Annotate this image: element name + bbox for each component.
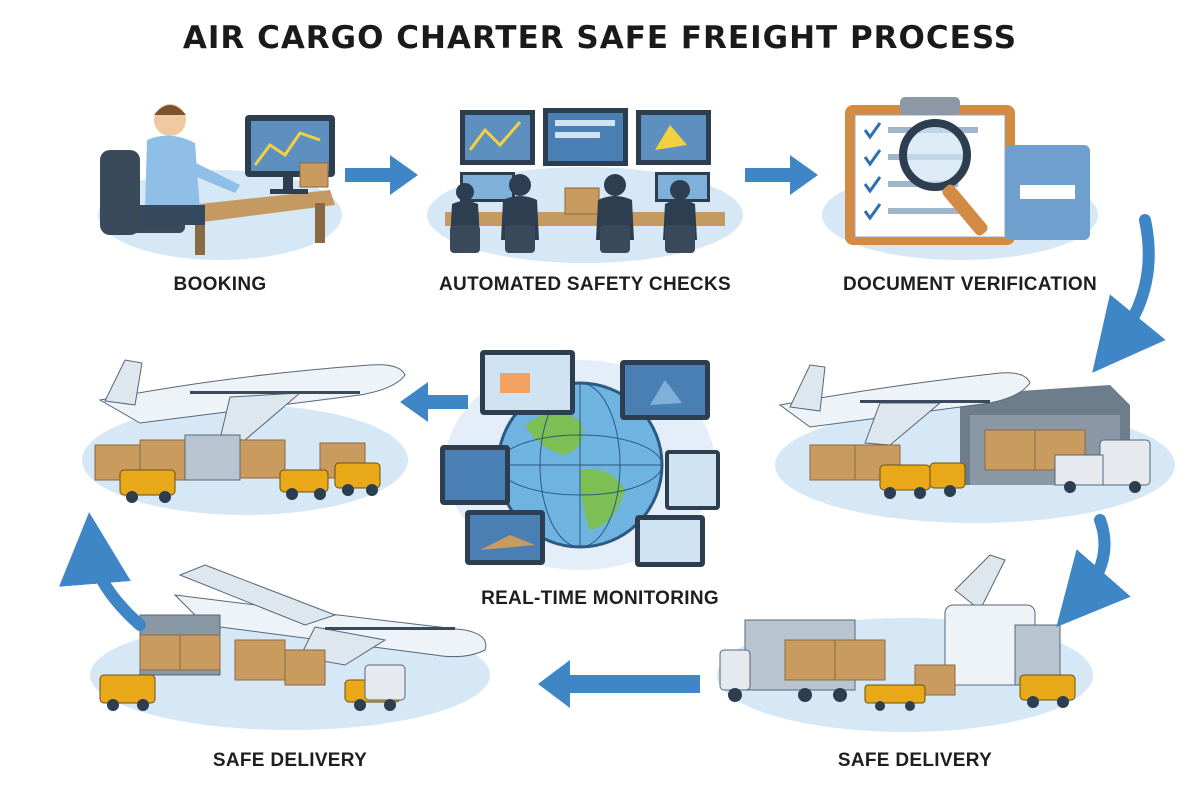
safe-delivery-left-illustration [85, 555, 495, 735]
step-label-automated-safety-checks: AUTOMATED SAFETY CHECKS [439, 274, 731, 295]
booking-illustration [95, 85, 345, 265]
arrow-bottom-right-to-left [538, 660, 700, 708]
cargo-loading-left-illustration [80, 345, 410, 520]
arrow-booking-to-checks [345, 155, 418, 195]
real-time-monitoring-illustration [440, 345, 720, 575]
cargo-loading-right-illustration [770, 345, 1180, 525]
step-label-safe-delivery-right: SAFE DELIVERY [837, 750, 993, 771]
step-label-safe-delivery-left: SAFE DELIVERY [212, 750, 368, 771]
step-label-real-time-monitoring: REAL-TIME MONITORING [481, 588, 719, 609]
step-label-booking: BOOKING [173, 274, 267, 295]
safe-delivery-right-illustration [715, 550, 1095, 735]
document-verification-illustration [820, 85, 1100, 265]
step-label-document-verification: DOCUMENT VERIFICATION [843, 274, 1097, 295]
safety-checks-illustration [425, 100, 745, 265]
arrow-checks-to-documents [745, 155, 818, 195]
page-title: AIR CARGO CHARTER SAFE FREIGHT PROCESS [182, 20, 1018, 56]
